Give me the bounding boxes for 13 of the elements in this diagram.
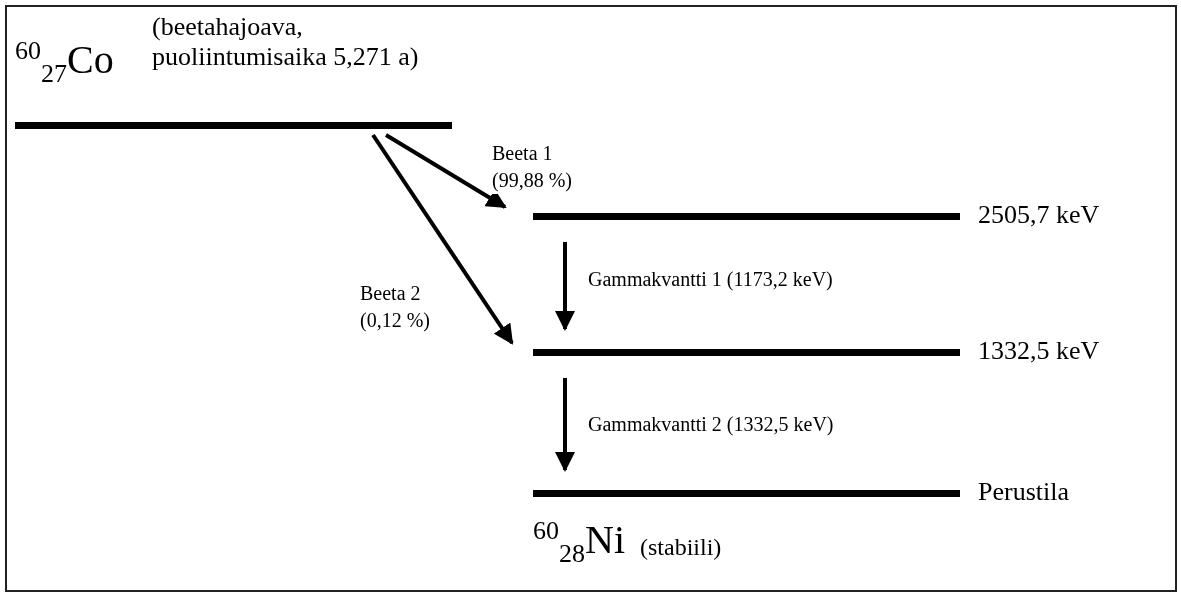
energy-label: 1332,5 keV bbox=[978, 336, 1100, 366]
energy-level-bar bbox=[533, 213, 960, 220]
energy-level-bar bbox=[533, 490, 960, 497]
energy-level-bar bbox=[15, 122, 452, 129]
arrow bbox=[555, 242, 575, 331]
level-label: Perustila bbox=[978, 477, 1069, 507]
level-note: (beetahajoava, puoliintumisaika 5,271 a) bbox=[152, 12, 420, 72]
arrow bbox=[384, 133, 507, 209]
energy-label: 2505,7 keV bbox=[978, 200, 1100, 230]
arrow bbox=[371, 133, 514, 345]
energy-level-bar bbox=[533, 349, 960, 356]
level-note: (stabiili) bbox=[640, 534, 722, 562]
arrow bbox=[555, 378, 575, 472]
